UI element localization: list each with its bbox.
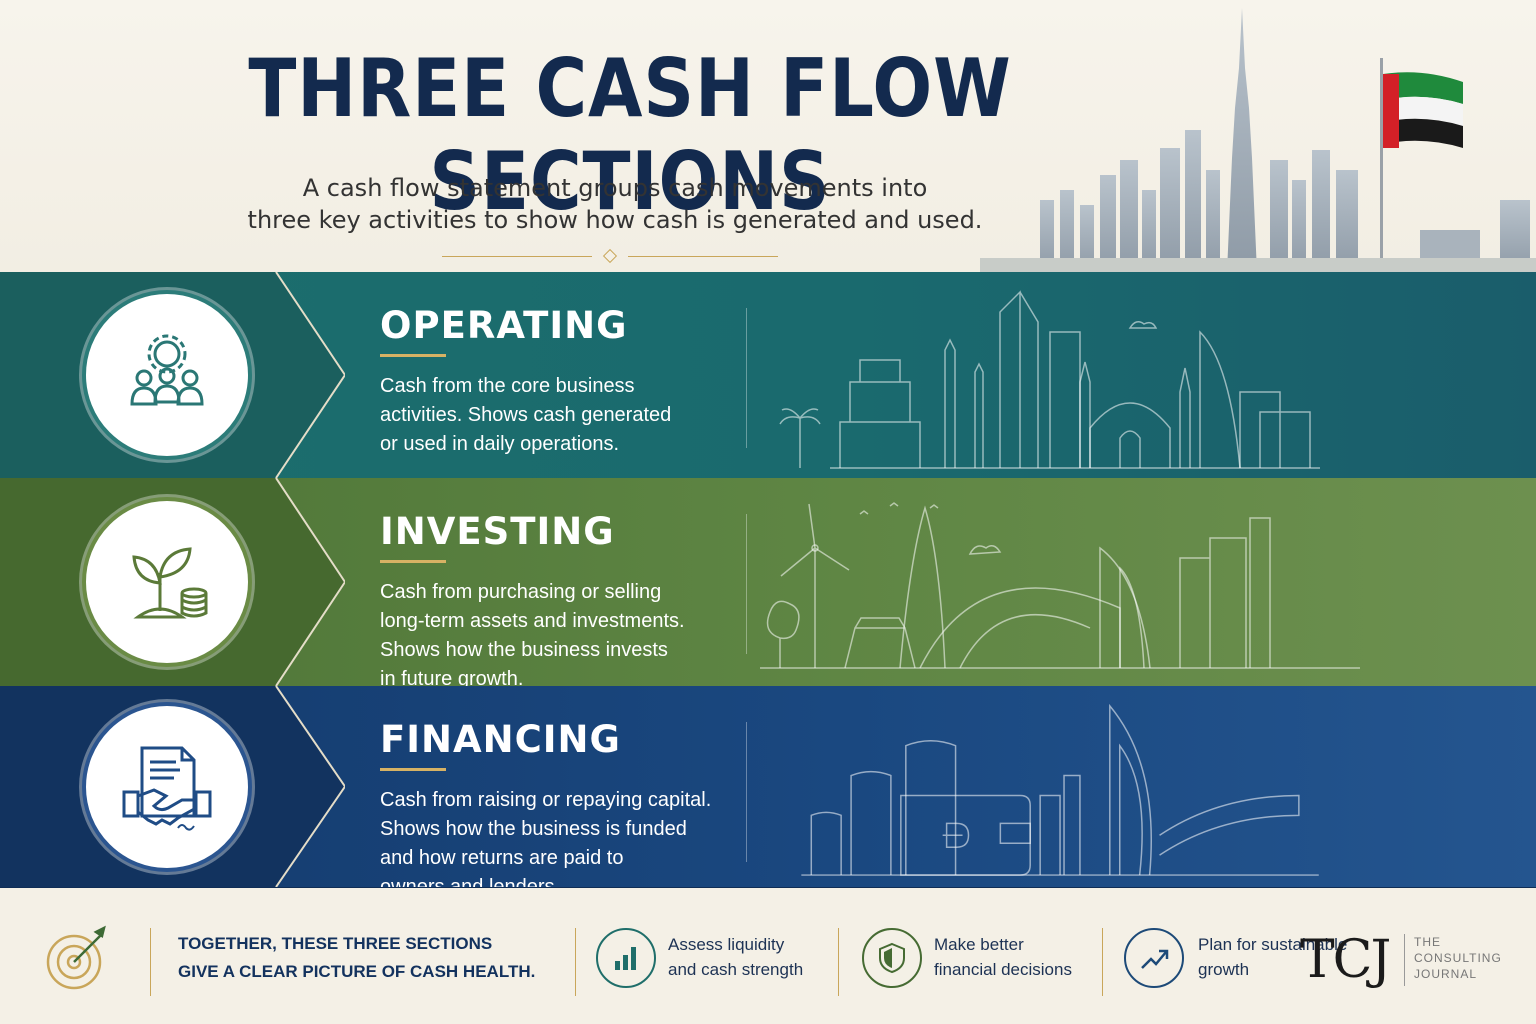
gold-rule (380, 768, 446, 771)
desc-line: activities. Shows cash generated (380, 404, 672, 426)
desc-line: owners and lenders. (380, 876, 561, 888)
footer-item-decisions: Make better financial decisions (934, 935, 1072, 979)
bar-chart-icon (596, 928, 656, 988)
footer-lead: TOGETHER, THESE THREE SECTIONS GIVE A CL… (178, 930, 578, 986)
handshake-document-icon (82, 702, 252, 872)
footer-item-growth: Plan for sustainable growth (1198, 935, 1348, 979)
gold-rule (380, 560, 446, 563)
section-title: FINANCING (380, 718, 621, 761)
desc-line: long-term assets and investments. (380, 610, 685, 632)
footer-divider (838, 928, 839, 996)
growth-arrow-icon (1124, 928, 1184, 988)
section-description: Cash from the core business activities. … (380, 372, 740, 459)
section-title: INVESTING (380, 510, 615, 553)
brand-name: THE CONSULTING JOURNAL (1414, 935, 1502, 981)
page-subtitle: A cash flow statement groups cash moveme… (200, 172, 1030, 236)
section-description: Cash from raising or repaying capital. S… (380, 786, 740, 888)
vertical-divider (746, 514, 747, 654)
uae-flag-icon (1383, 72, 1463, 148)
section-description: Cash from purchasing or selling long-ter… (380, 578, 745, 686)
subtitle-line: A cash flow statement groups cash moveme… (302, 174, 928, 202)
section-title: OPERATING (380, 304, 628, 347)
team-gear-icon (82, 290, 252, 460)
ornament-divider (442, 248, 778, 264)
subtitle-line: three key activities to show how cash is… (247, 206, 983, 234)
desc-line: Cash from raising or repaying capital. (380, 789, 712, 811)
section-operating: OPERATING Cash from the core business ac… (0, 272, 1536, 478)
footer-lead-line: TOGETHER, THESE THREE SECTIONS (178, 934, 493, 953)
desc-line: Shows how the business invests (380, 639, 668, 661)
desc-line: Shows how the business is funded (380, 818, 687, 840)
green-city-illustration (760, 502, 1360, 669)
desc-line: and how returns are paid to (380, 847, 624, 869)
desc-line: in future growth. (380, 668, 524, 686)
brand-logo-mark: TCJ (1300, 930, 1391, 990)
page-title: THREE CASH FLOW SECTIONS (248, 42, 1012, 228)
footer-divider (575, 928, 576, 996)
header: THREE CASH FLOW SECTIONS A cash flow sta… (0, 0, 1536, 272)
section-financing: FINANCING Cash from raising or repaying … (0, 686, 1536, 888)
shield-icon (862, 928, 922, 988)
desc-line: or used in daily operations. (380, 433, 620, 455)
footer-item-liquidity: Assess liquidity and cash strength (668, 935, 804, 979)
section-investing: INVESTING Cash from purchasing or sellin… (0, 478, 1536, 686)
brand-divider (1404, 934, 1405, 986)
vertical-divider (746, 722, 747, 862)
plant-coins-icon (82, 497, 252, 667)
footer (0, 888, 1536, 1024)
footer-lead-line: GIVE A CLEAR PICTURE OF CASH HEALTH. (178, 962, 536, 981)
footer-divider (150, 928, 151, 996)
gold-rule (380, 354, 446, 357)
coins-wallet-illustration (801, 703, 1319, 876)
diamond-icon (602, 248, 618, 264)
vertical-divider (746, 308, 747, 448)
target-arrow-icon (46, 925, 106, 990)
desc-line: Cash from the core business (380, 375, 635, 397)
mosque-skyline-illustration (779, 290, 1320, 469)
city-skyline-image (980, 8, 1536, 272)
footer-divider (1102, 928, 1103, 996)
desc-line: Cash from purchasing or selling (380, 581, 662, 603)
